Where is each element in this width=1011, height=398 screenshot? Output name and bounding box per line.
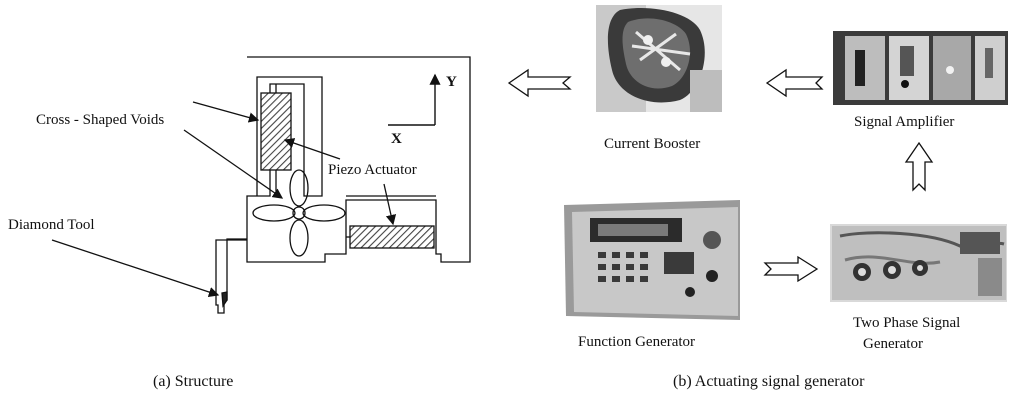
piezo-actuator-y (261, 93, 291, 170)
piezo-actuator-x (350, 226, 434, 248)
label-current-booster: Current Booster (604, 136, 700, 152)
photo-current-booster (596, 5, 722, 112)
label-piezo-actuator: Piezo Actuator (328, 162, 417, 178)
photo-function-generator (564, 200, 740, 320)
structure-outline (216, 57, 470, 313)
label-cross-shaped-voids: Cross - Shaped Voids (36, 112, 164, 128)
caption-structure: (a) Structure (153, 373, 233, 390)
photo-signal-amplifier (833, 31, 1008, 105)
label-two-phase-line1: Two Phase Signal (853, 315, 960, 331)
hollow-arrow-left-icon (767, 70, 822, 96)
leader-voids-top (193, 102, 258, 120)
label-two-phase-line2: Generator (863, 336, 923, 352)
leader-piezo-top (285, 140, 340, 159)
photo-two-phase-generator (830, 224, 1007, 302)
flexure-structure (216, 57, 470, 313)
leader-tool (52, 240, 218, 295)
cross-shaped-voids (253, 170, 345, 256)
label-diamond-tool: Diamond Tool (8, 217, 95, 233)
diamond-tool (222, 292, 227, 306)
hollow-arrow-right-icon (765, 257, 817, 281)
caption-signal-generator: (b) Actuating signal generator (673, 373, 865, 390)
hollow-arrow-up-icon (906, 143, 932, 190)
hollow-arrow-left-icon (509, 70, 570, 96)
leader-piezo-right (384, 184, 393, 224)
axis-y-label: Y (446, 74, 457, 90)
label-signal-amplifier: Signal Amplifier (854, 114, 954, 130)
axis-x-label: X (391, 131, 402, 147)
axes-indicator (388, 75, 435, 125)
label-function-generator: Function Generator (578, 334, 695, 350)
